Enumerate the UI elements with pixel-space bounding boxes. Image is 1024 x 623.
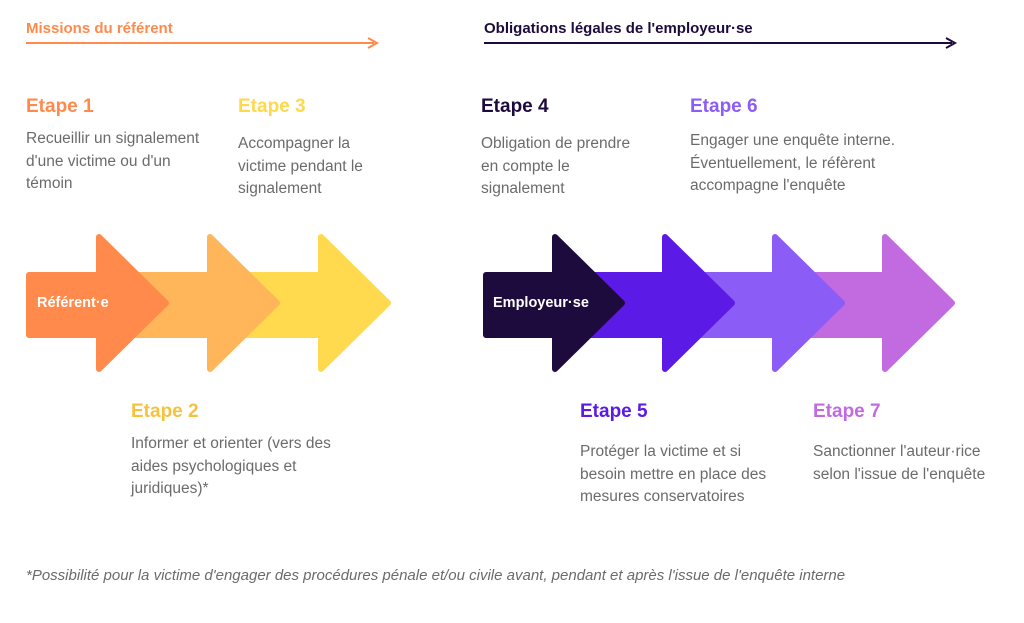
referent-chevron-2 (126, 234, 280, 372)
employeur-chevron-4 (802, 234, 955, 372)
section-title-employeur: Obligations légales de l'employeur·se (484, 20, 753, 37)
step-1-title: Etape 1 (26, 96, 94, 117)
step-4-title: Etape 4 (481, 96, 549, 117)
flow-label-referent: Référent·e (37, 295, 109, 311)
step-6-title: Etape 6 (690, 96, 758, 117)
step-3-title: Etape 3 (238, 96, 306, 117)
step-3-description: Accompagner la victime pendant le signal… (238, 135, 363, 197)
step-2-description: Informer et orienter (vers des aides psy… (131, 435, 331, 497)
step-1-description: Recueillir un signalement d'une victime … (26, 130, 200, 192)
step-7-description: Sanctionner l'auteur·rice selon l'issue … (813, 443, 986, 483)
step-2-title: Etape 2 (131, 401, 199, 422)
section-arrow-right (484, 37, 958, 49)
referent-chevron-3 (237, 234, 391, 372)
employeur-chevron-3 (692, 234, 845, 372)
section-arrow-left (26, 37, 380, 49)
step-5-title: Etape 5 (580, 401, 648, 422)
step-7-title: Etape 7 (813, 401, 881, 422)
step-5-description: Protéger la victime et si besoin mettre … (580, 443, 767, 505)
flow-label-employeur: Employeur·se (493, 295, 589, 311)
step-4-description: Obligation de prendre en compte le signa… (481, 135, 631, 197)
referent-chevron-1 (26, 234, 169, 372)
section-title-referent: Missions du référent (26, 20, 173, 37)
footnote: *Possibilité pour la victime d'engager d… (26, 567, 846, 584)
step-6-description: Engager une enquête interne. Éventuellem… (690, 132, 896, 194)
employeur-chevron-1 (483, 234, 625, 372)
employeur-chevron-2 (582, 234, 735, 372)
